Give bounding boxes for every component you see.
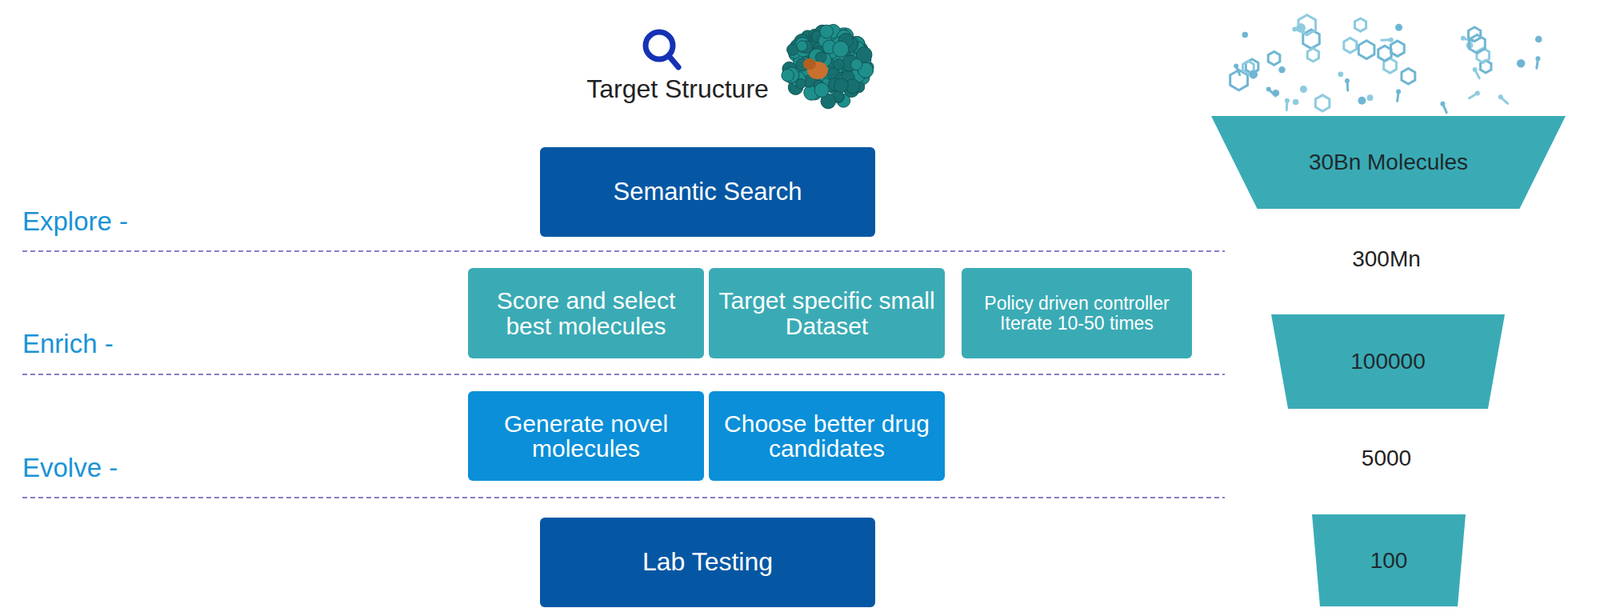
stage-count: 300Mn (1352, 246, 1421, 272)
stage-count: 100 (1370, 548, 1408, 572)
funnel-stage: 30Bn Molecules (1211, 116, 1566, 209)
phase-label: Enrich - (22, 328, 114, 360)
box-text: Target specific small Dataset (718, 288, 936, 339)
box-text: Score and select best molecules (477, 288, 695, 339)
process-box: Score and select best molecules (468, 268, 704, 359)
box-text: Iterate 10-50 times (1000, 313, 1154, 333)
box-text: Generate novel molecules (477, 411, 695, 462)
funnel-stage: 100 (1312, 514, 1466, 607)
magnifier-icon (645, 32, 679, 68)
phase-label: Explore - (22, 206, 128, 237)
box-text: Choose better drug candidates (718, 411, 936, 462)
phase-label: Evolve - (22, 452, 118, 484)
stage-count: 30Bn Molecules (1308, 150, 1468, 174)
process-box: Target specific small Dataset (708, 268, 945, 359)
stage-count: 5000 (1361, 445, 1412, 472)
box-text: Semantic Search (612, 179, 802, 206)
target-title: Target Structure (586, 74, 769, 104)
stage-count: 100000 (1350, 349, 1425, 373)
molecule-cloud (1230, 15, 1543, 113)
box-text: Lab Testing (642, 548, 773, 576)
process-box: Lab Testing (540, 517, 876, 608)
process-box: Generate novel molecules (468, 391, 704, 481)
protein-illustration (781, 24, 874, 108)
controller-box: Policy driven controllerIterate 10-50 ti… (961, 268, 1192, 359)
process-box: Choose better drug candidates (708, 391, 945, 481)
funnel-stage: 100000 (1271, 314, 1505, 409)
box-text: Policy driven controller (984, 293, 1169, 313)
process-box: Semantic Search (540, 147, 876, 237)
dashed-divider (22, 251, 1225, 498)
